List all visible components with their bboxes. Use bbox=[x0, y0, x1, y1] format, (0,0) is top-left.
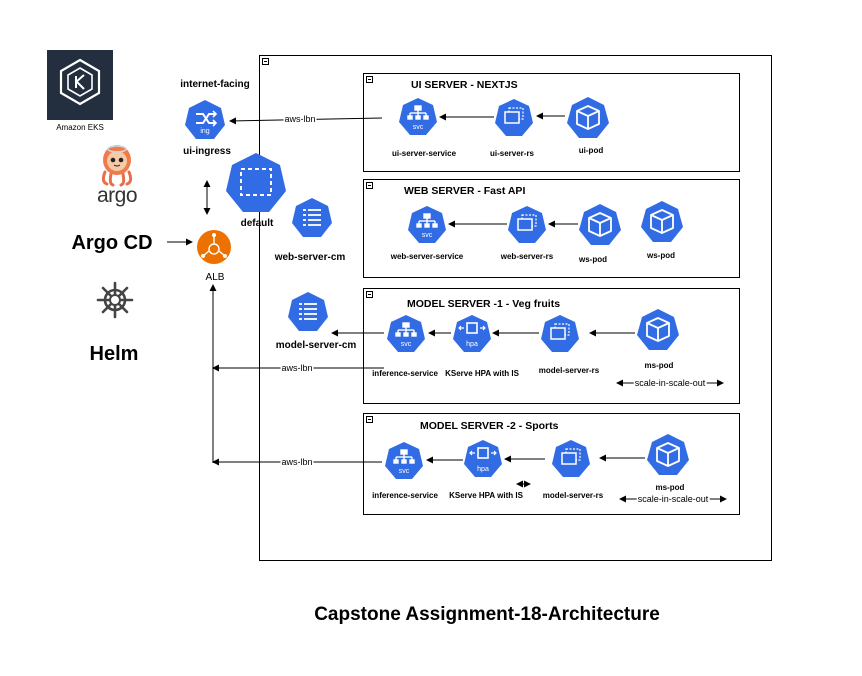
inference-service-2-icon[interactable] bbox=[384, 441, 424, 481]
edge-label-model1-aws-lbn: aws-lbn bbox=[280, 363, 314, 373]
model-server-1-collapse-toggle[interactable] bbox=[366, 291, 373, 298]
hpa-2-label: KServe HPA with IS bbox=[449, 491, 523, 500]
ui-server-title: UI SERVER - NEXTJS bbox=[411, 79, 518, 91]
ui-server-service-badge: svc bbox=[412, 124, 424, 131]
inference-service-2-badge: svc bbox=[398, 468, 410, 475]
model-server-rs-2-icon[interactable] bbox=[551, 439, 591, 479]
edge-label-ui-aws-lbn: aws-lbn bbox=[283, 114, 317, 124]
ms-pod-2-label: ms-pod bbox=[655, 483, 685, 492]
namespace-default-icon[interactable] bbox=[225, 152, 287, 214]
helm-label: Helm bbox=[89, 343, 139, 365]
ws-pod-2-label: ws-pod bbox=[647, 251, 675, 260]
namespace-default-label: default bbox=[240, 218, 274, 229]
model-server-rs-2-label: model-server-rs bbox=[542, 491, 604, 500]
ms-pod-1-label: ms-pod bbox=[644, 361, 674, 370]
web-server-collapse-toggle[interactable] bbox=[366, 182, 373, 189]
model-server-2-collapse-toggle[interactable] bbox=[366, 416, 373, 423]
web-server-service-icon[interactable] bbox=[407, 205, 447, 245]
model-server-rs-1-label: model-server-rs bbox=[538, 366, 600, 375]
ui-server-rs-icon[interactable] bbox=[494, 98, 534, 138]
web-server-rs-icon[interactable] bbox=[507, 205, 547, 245]
inference-service-1-label: inference-service bbox=[372, 369, 438, 378]
edge-label-scale2: scale-in-scale-out bbox=[636, 494, 710, 504]
hpa-1-icon[interactable] bbox=[452, 314, 492, 354]
ingress-badge: ing bbox=[200, 128, 210, 135]
web-server-cm-icon[interactable] bbox=[291, 197, 333, 239]
alb-icon[interactable] bbox=[196, 229, 232, 265]
ws-pod-1-label: ws-pod bbox=[579, 255, 607, 264]
ui-pod-icon[interactable] bbox=[566, 96, 610, 140]
inference-service-2-label: inference-service bbox=[372, 491, 438, 500]
hpa-2-badge: hpa bbox=[477, 466, 489, 473]
cluster-collapse-toggle[interactable] bbox=[262, 58, 269, 65]
edge-label-model2-aws-lbn: aws-lbn bbox=[280, 457, 314, 467]
edge-label-scale1: scale-in-scale-out bbox=[633, 378, 707, 388]
inference-service-1-icon[interactable] bbox=[386, 314, 426, 354]
web-server-rs-label: web-server-rs bbox=[500, 252, 554, 261]
model-server-cm-icon[interactable] bbox=[287, 291, 329, 333]
ui-server-service-icon[interactable] bbox=[398, 97, 438, 137]
helm-wheel-icon bbox=[96, 281, 134, 319]
amazon-eks-label: Amazon EKS bbox=[56, 123, 104, 132]
hpa-2-icon[interactable] bbox=[463, 439, 503, 479]
diagram-caption: Capstone Assignment-18-Architecture bbox=[314, 604, 660, 625]
eks-k-icon bbox=[59, 58, 101, 106]
ws-pod-1-icon[interactable] bbox=[578, 203, 622, 247]
argo-logo-text: argo bbox=[96, 184, 138, 207]
hpa-1-badge: hpa bbox=[466, 341, 478, 348]
amazon-eks-logo bbox=[47, 50, 113, 120]
web-server-service-label: web-server-service bbox=[390, 252, 464, 261]
ui-server-rs-label: ui-server-rs bbox=[489, 149, 535, 158]
hpa-1-label: KServe HPA with IS bbox=[445, 369, 519, 378]
ms-pod-2-icon[interactable] bbox=[646, 433, 690, 477]
ui-server-collapse-toggle[interactable] bbox=[366, 76, 373, 83]
web-server-service-badge: svc bbox=[421, 232, 433, 239]
ingress-icon[interactable] bbox=[184, 99, 226, 141]
web-server-cm-label: web-server-cm bbox=[274, 252, 346, 263]
model-server-cm-label: model-server-cm bbox=[275, 340, 357, 351]
model-server-1-title: MODEL SERVER -1 - Veg fruits bbox=[407, 298, 561, 310]
argo-cd-label: Argo CD bbox=[71, 232, 153, 254]
inference-service-1-badge: svc bbox=[400, 341, 412, 348]
ws-pod-2-icon[interactable] bbox=[640, 200, 684, 244]
ui-pod-label: ui-pod bbox=[578, 146, 604, 155]
web-server-title: WEB SERVER - Fast API bbox=[404, 185, 526, 197]
ms-pod-1-icon[interactable] bbox=[636, 308, 680, 352]
argo-octopus-icon bbox=[101, 145, 133, 187]
ui-server-service-label: ui-server-service bbox=[391, 149, 457, 158]
internet-facing-label: internet-facing bbox=[180, 79, 250, 90]
ui-ingress-label: ui-ingress bbox=[183, 146, 231, 157]
model-server-rs-1-icon[interactable] bbox=[540, 314, 580, 354]
alb-label: ALB bbox=[205, 272, 225, 283]
model-server-2-title: MODEL SERVER -2 - Sports bbox=[420, 420, 559, 432]
